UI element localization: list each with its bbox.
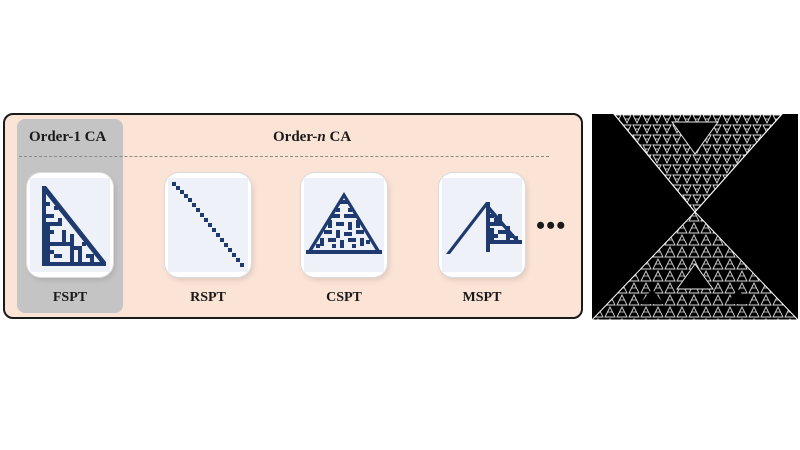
mspt-card xyxy=(439,173,525,277)
ca-types-panel: Order-1 CA Order-n CA FSPT xyxy=(3,113,583,319)
ca-evolution-image xyxy=(592,114,798,320)
order1-heading: Order-1 CA xyxy=(29,129,107,145)
more-ellipsis: ••• xyxy=(536,211,567,240)
cspt-card xyxy=(301,173,387,277)
dashed-divider xyxy=(19,156,549,157)
fspt-label: FSPT xyxy=(52,290,88,305)
fspt-pattern-icon xyxy=(30,178,110,272)
rspt-label: RSPT xyxy=(190,290,226,305)
mspt-pattern-icon xyxy=(442,178,522,272)
mspt-label: MSPT xyxy=(462,290,502,305)
cspt-pattern-icon xyxy=(304,178,384,272)
rspt-pattern-icon xyxy=(168,178,248,272)
fspt-card xyxy=(27,173,113,277)
rspt-card xyxy=(165,173,251,277)
orderN-heading: Order-n CA xyxy=(273,129,352,145)
cspt-label: CSPT xyxy=(326,290,362,305)
